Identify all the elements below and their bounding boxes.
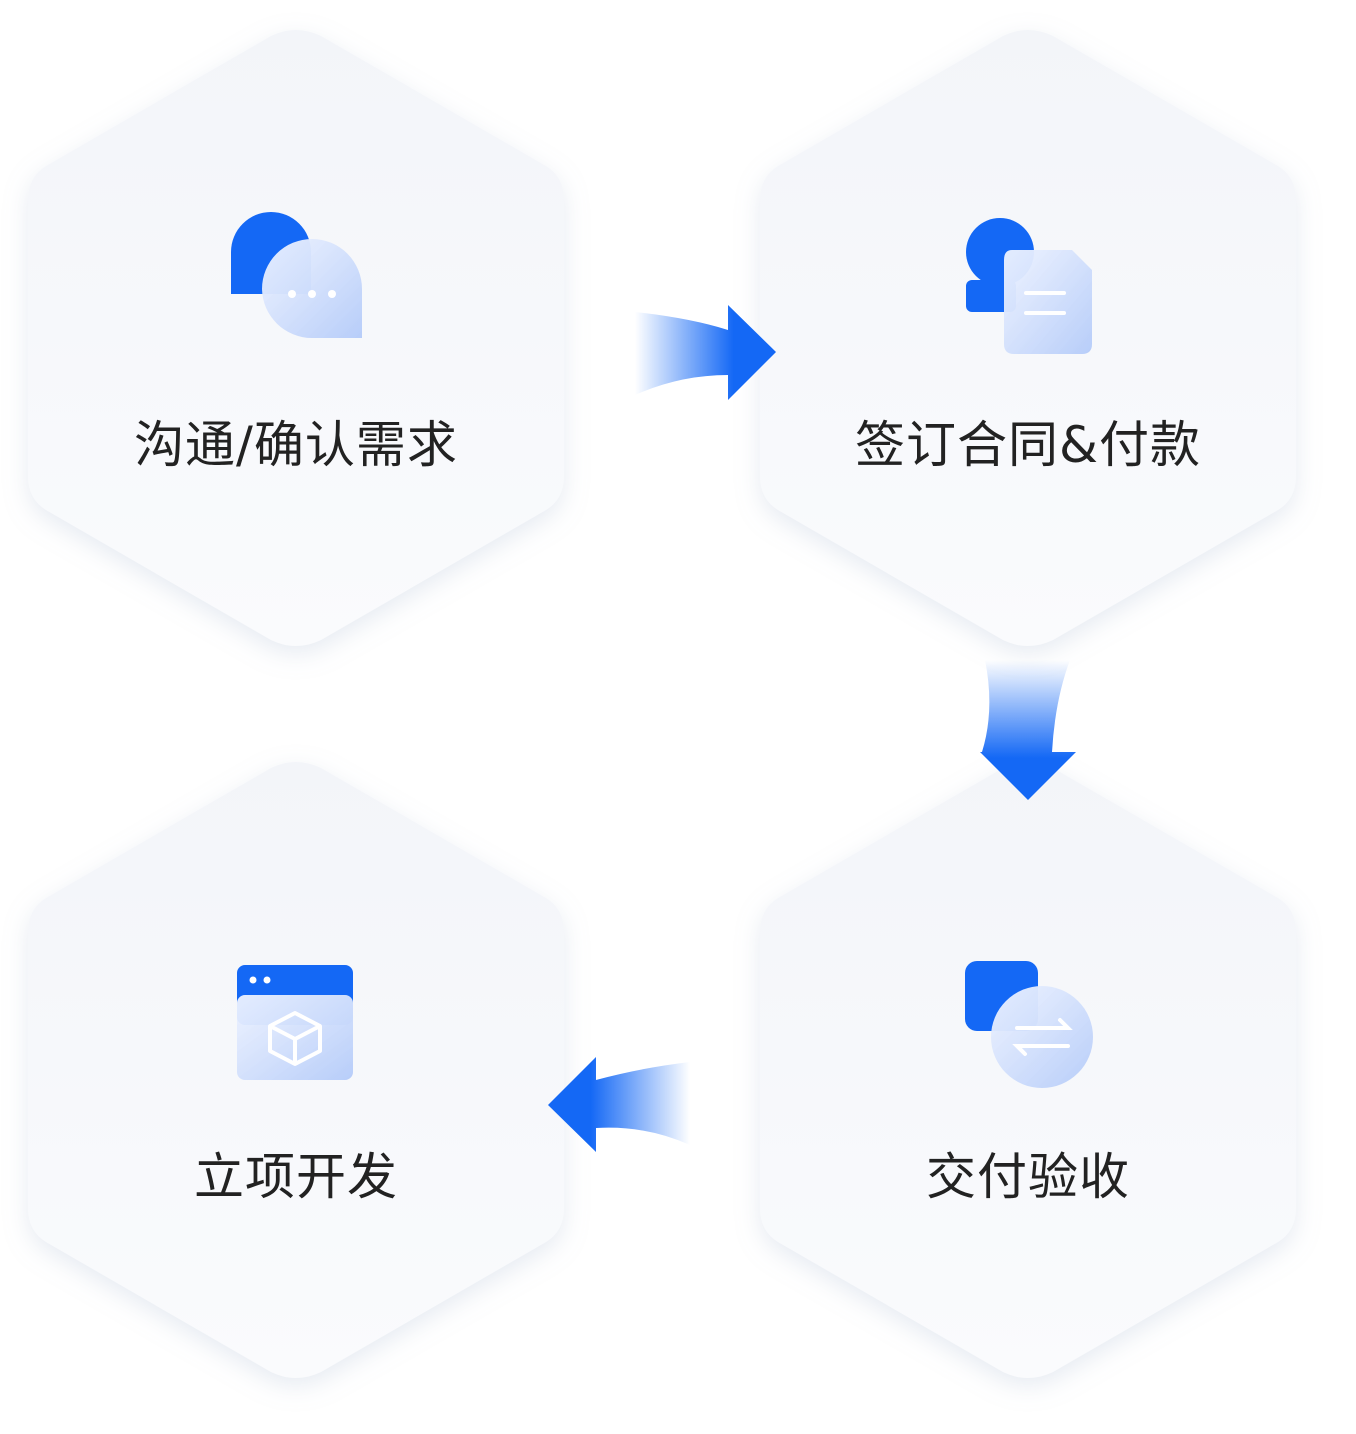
arrow-down-icon xyxy=(980,660,1076,800)
arrow-left-icon xyxy=(548,1057,690,1152)
browser-package-icon xyxy=(237,965,353,1080)
exchange-delivery-icon xyxy=(965,961,1093,1088)
step-3-label: 交付验收 xyxy=(926,1148,1130,1206)
chat-bubbles-icon xyxy=(231,212,362,338)
step-4-label: 立项开发 xyxy=(194,1148,398,1206)
step-1-hexagon xyxy=(28,30,564,646)
arrow-right-icon xyxy=(635,305,776,400)
contract-document-icon xyxy=(966,218,1092,354)
step-2-label: 签订合同&付款 xyxy=(855,416,1201,474)
step-1-label: 沟通/确认需求 xyxy=(134,416,458,474)
